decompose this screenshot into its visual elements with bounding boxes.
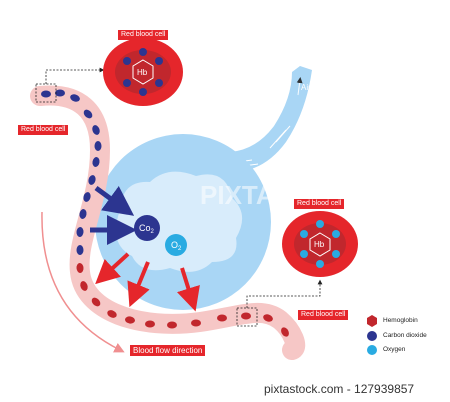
o2-arrows xyxy=(95,252,200,312)
legend-hemoglobin-text: Hemoglobin xyxy=(383,317,418,324)
deoxygenated-cells xyxy=(41,89,102,255)
alveolus-inner-cloud xyxy=(116,171,243,272)
rbc-zoom-co2 xyxy=(103,38,183,106)
o2-molecule-icon xyxy=(165,234,187,256)
rbc-label-top: Red blood cell xyxy=(118,30,169,40)
zoom-callout-bottom xyxy=(236,279,323,327)
co2-label: Co2 xyxy=(139,223,155,235)
o2-label: O2 xyxy=(171,240,182,252)
rbc-label-right-bottom: Red blood cell xyxy=(298,310,349,320)
legend-o2-icon xyxy=(367,345,377,355)
blood-flow-direction-label: Blood flow direction xyxy=(130,345,206,356)
airway-duct xyxy=(230,66,312,172)
stock-footer: pixtastock.com - 127939857 xyxy=(0,377,450,402)
watermark: PIXTA xyxy=(200,180,275,210)
rbc-label-right-top: Red blood cell xyxy=(294,199,345,209)
co2-arrows xyxy=(90,185,137,245)
oxygenated-cells xyxy=(76,263,289,337)
rbc-zoom-o2 xyxy=(282,211,358,277)
legend-o2-text: Oxygen xyxy=(383,346,406,353)
zoom-callout-top xyxy=(35,67,105,103)
rbc-label-left: Red blood cell xyxy=(18,125,69,135)
stock-id-text: pixtastock.com - 127939857 xyxy=(264,382,415,396)
legend-co2-text: Carbon dioxide xyxy=(383,332,427,339)
hb-label-top: Hb xyxy=(137,68,148,77)
air-label: Air xyxy=(301,83,311,92)
legend-co2-icon xyxy=(367,331,377,341)
hb-label-right: Hb xyxy=(314,240,325,249)
legend-hemoglobin-icon xyxy=(367,315,377,327)
blood-flow-arrow xyxy=(41,211,125,353)
co2-molecule-icon xyxy=(134,215,160,241)
